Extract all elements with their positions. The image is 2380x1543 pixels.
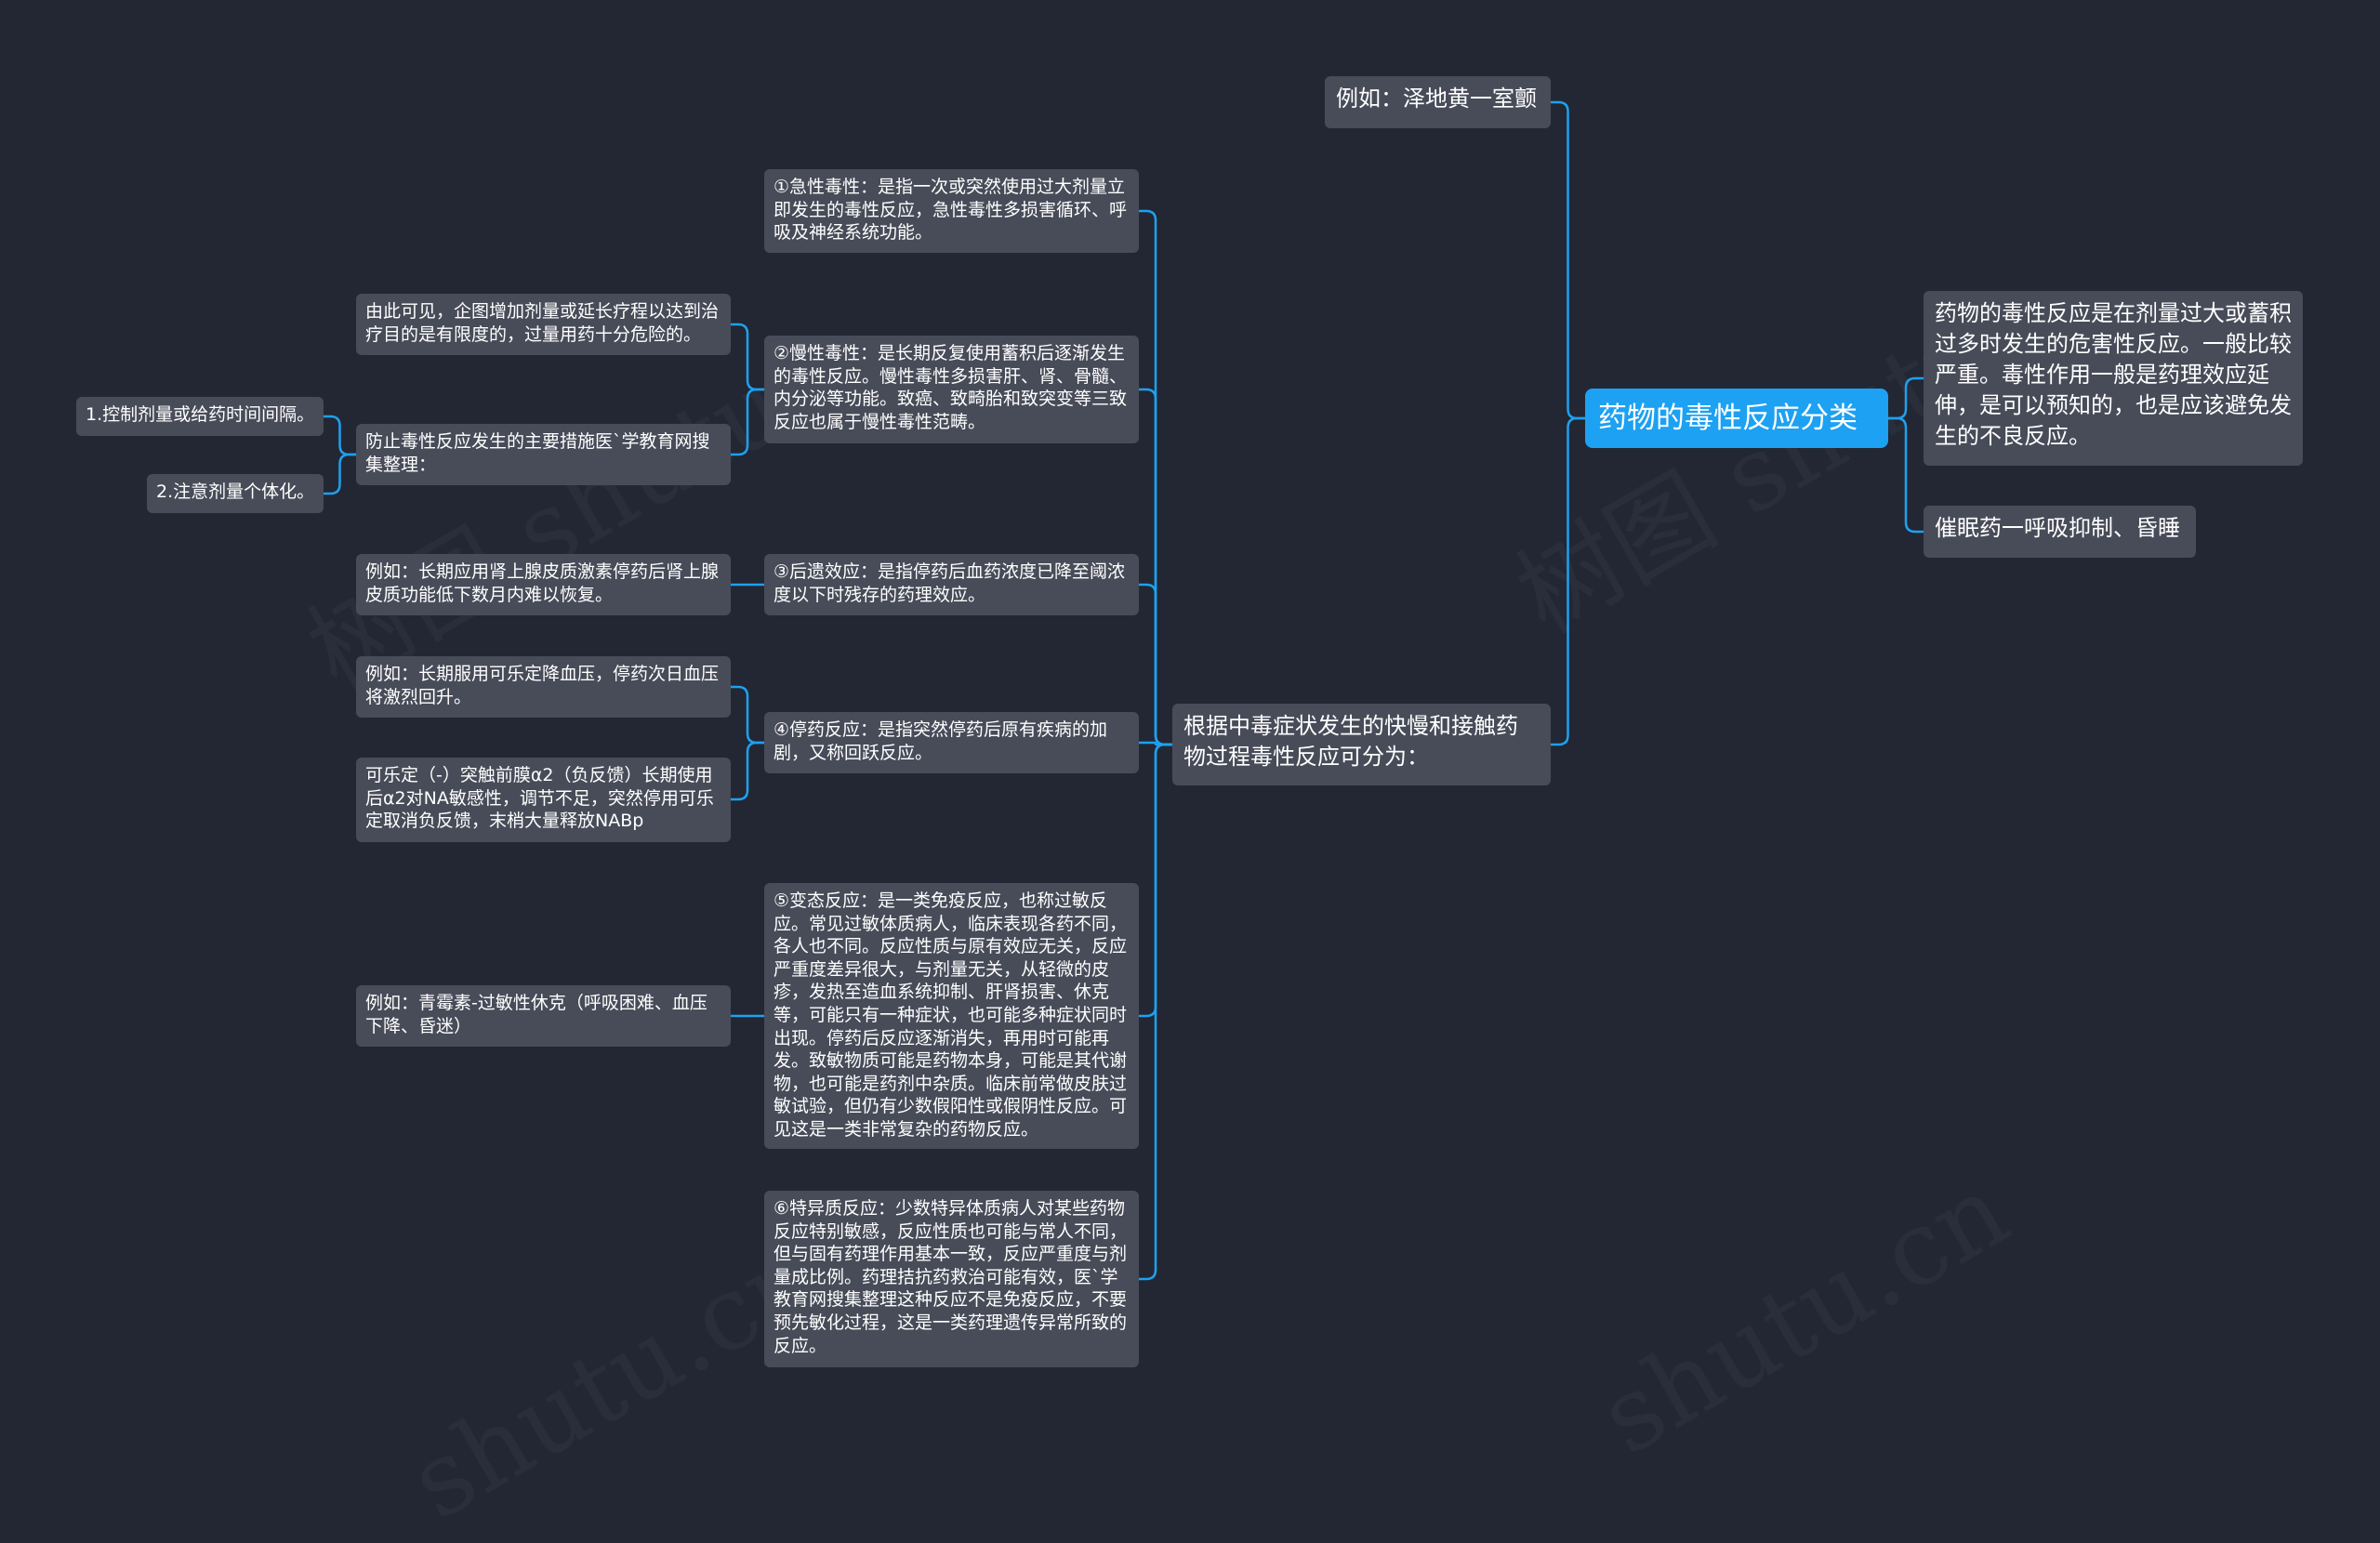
connector-line [1888,376,1924,420]
note-overdose-danger[interactable]: 由此可见，企图增加剂量或延长疗程以达到治疗目的是有限度的，过量用药十分危险的。 [356,294,731,355]
note-corticosteroid-example[interactable]: 例如：长期应用肾上腺皮质激素停药后肾上腺皮质功能低下数月内难以恢复。 [356,554,731,615]
note-penicillin-example[interactable]: 例如：青霉素-过敏性休克（呼吸困难、血压下降、昏迷） [356,985,731,1047]
connector-line [1551,100,1585,420]
subtopic-idiosyncratic-reaction[interactable]: ⑥特异质反应：少数特异体质病人对某些药物反应特别敏感，反应性质也可能与常人不同，… [764,1191,1139,1367]
subtopic-chronic-toxicity[interactable]: ②慢性毒性：是长期反复使用蓄积后逐渐发生的毒性反应。慢性毒性多损害肝、肾、骨髓、… [764,336,1139,443]
connector-line [731,741,764,801]
root-topic[interactable]: 药物的毒性反应分类 [1585,389,1888,448]
connector-line [324,453,356,495]
topic-example-ventricular-fibrillation[interactable]: 例如：泽地黄一室颤 [1325,76,1551,128]
topic-classification[interactable]: 根据中毒症状发生的快慢和接触药物过程毒性反应可分为： [1172,704,1551,785]
connector-lines [324,100,1924,1281]
connector-line [1551,416,1585,746]
topic-hypnotic-example[interactable]: 催眠药一呼吸抑制、昏睡 [1924,506,2196,558]
subtopic-allergic-reaction[interactable]: ⑤变态反应：是一类免疫反应，也称过敏反应。常见过敏体质病人，临床表现各药不同，各… [764,883,1139,1149]
subtopic-withdrawal-reaction[interactable]: ④停药反应：是指突然停药后原有疾病的加剧，又称回跃反应。 [764,712,1139,773]
connector-line [1888,416,1924,534]
topic-definition[interactable]: 药物的毒性反应是在剂量过大或蓄积过多时发生的危害性反应。一般比较严重。毒性作用一… [1924,291,2303,466]
subtopic-residual-effect[interactable]: ③后遗效应：是指停药后血药浓度已降至阈浓度以下时残存的药理效应。 [764,554,1139,615]
note-clonidine-example[interactable]: 例如：长期服用可乐定降血压，停药次日血压将激烈回升。 [356,656,731,718]
connector-line [731,388,764,456]
note-control-dose[interactable]: 1.控制剂量或给药时间间隔。 [76,397,324,436]
connector-line [1139,583,1172,746]
connector-line [731,685,764,745]
subtopic-acute-toxicity[interactable]: ①急性毒性：是指一次或突然使用过大剂量立即发生的毒性反应，急性毒性多损害循环、呼… [764,169,1139,253]
connector-line [1139,743,1172,1281]
connector-line [324,415,356,456]
connector-line [731,323,764,391]
mindmap-canvas: 树图 shutu 树图 shutu shutu.cn shutu.cn 药物的毒… [76,76,2303,1367]
note-clonidine-mechanism[interactable]: 可乐定（-）突触前膜α2（负反馈）长期使用后α2对NA敏感性，调节不足，突然停用… [356,758,731,842]
note-individualize-dose[interactable]: 2.注意剂量个体化。 [147,474,324,513]
note-prevention-measures[interactable]: 防止毒性反应发生的主要措施医`学教育网搜集整理： [356,424,731,485]
connector-line [1139,741,1172,746]
